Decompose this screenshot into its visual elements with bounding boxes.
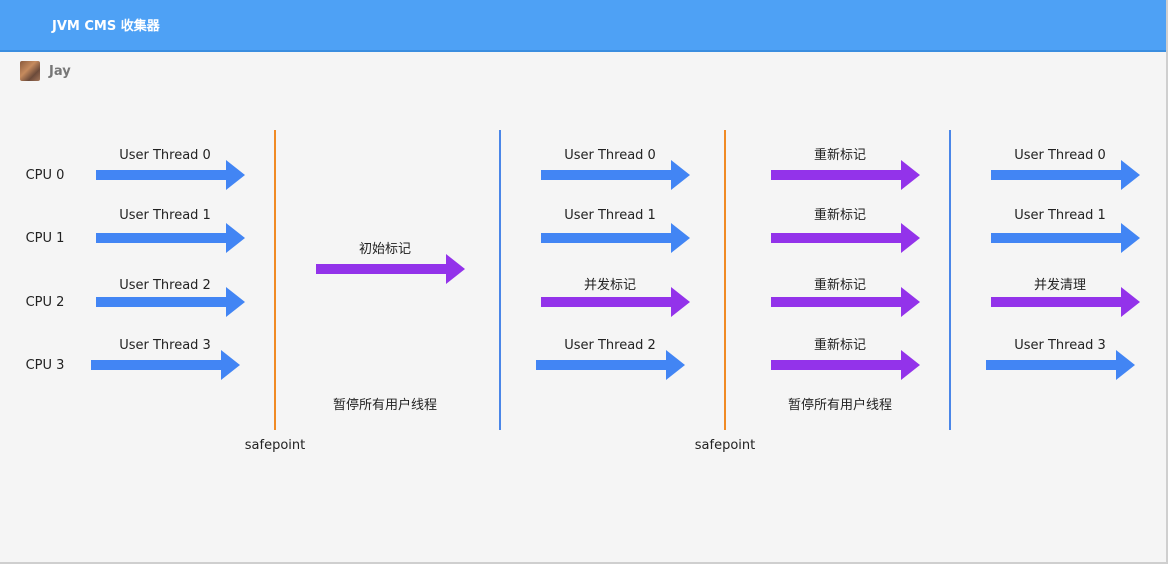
pause-note: 暂停所有用户线程 — [333, 397, 437, 413]
arrow-label: 重新标记 — [814, 337, 866, 353]
thread-arrow — [991, 223, 1140, 253]
thread-arrow — [541, 160, 690, 190]
arrow-label: 重新标记 — [814, 277, 866, 293]
arrow-label: User Thread 0 — [119, 148, 211, 163]
arrow-label: User Thread 2 — [119, 278, 211, 293]
gc-arrow — [771, 223, 920, 253]
arrow-label: User Thread 1 — [1014, 208, 1106, 223]
thread-arrow — [991, 160, 1140, 190]
arrow-label: User Thread 2 — [564, 338, 656, 353]
arrow-label: 重新标记 — [814, 207, 866, 223]
safepoint-label-1: safepoint — [245, 438, 305, 453]
thread-arrow — [96, 160, 245, 190]
safepoint-label-2: safepoint — [695, 438, 755, 453]
thread-arrow — [96, 223, 245, 253]
cpu-label-1: CPU 1 — [26, 231, 65, 246]
gc-arrow — [316, 254, 465, 284]
arrow-label: User Thread 1 — [119, 208, 211, 223]
arrow-label: User Thread 0 — [1014, 148, 1106, 163]
cpu-label-3: CPU 3 — [26, 358, 65, 373]
avatar — [20, 61, 40, 81]
arrow-label: User Thread 3 — [1014, 338, 1106, 353]
thread-arrow — [541, 223, 690, 253]
gc-arrow — [771, 160, 920, 190]
arrow-label: 并发清理 — [1034, 277, 1086, 293]
gc-arrow — [771, 287, 920, 317]
arrow-label: User Thread 0 — [564, 148, 656, 163]
cpu-label-0: CPU 0 — [26, 168, 65, 183]
page-title: JVM CMS 收集器 — [52, 19, 160, 34]
arrow-label: 并发标记 — [584, 277, 636, 293]
gc-arrow — [771, 350, 920, 380]
arrow-label: User Thread 1 — [564, 208, 656, 223]
title-bar: JVM CMS 收集器 — [0, 0, 1166, 52]
arrow-label: 初始标记 — [359, 242, 411, 257]
cpu-label-2: CPU 2 — [26, 295, 65, 310]
gc-arrow — [991, 287, 1140, 317]
thread-arrow — [986, 350, 1135, 380]
gc-arrow — [541, 287, 690, 317]
thread-arrow — [96, 287, 245, 317]
arrow-label: 重新标记 — [814, 147, 866, 163]
arrow-label: User Thread 3 — [119, 338, 211, 353]
author-badge[interactable]: Jay — [20, 60, 71, 82]
thread-arrow — [536, 350, 685, 380]
thread-arrow — [91, 350, 240, 380]
author-name: Jay — [49, 63, 71, 79]
pause-note: 暂停所有用户线程 — [788, 397, 892, 413]
